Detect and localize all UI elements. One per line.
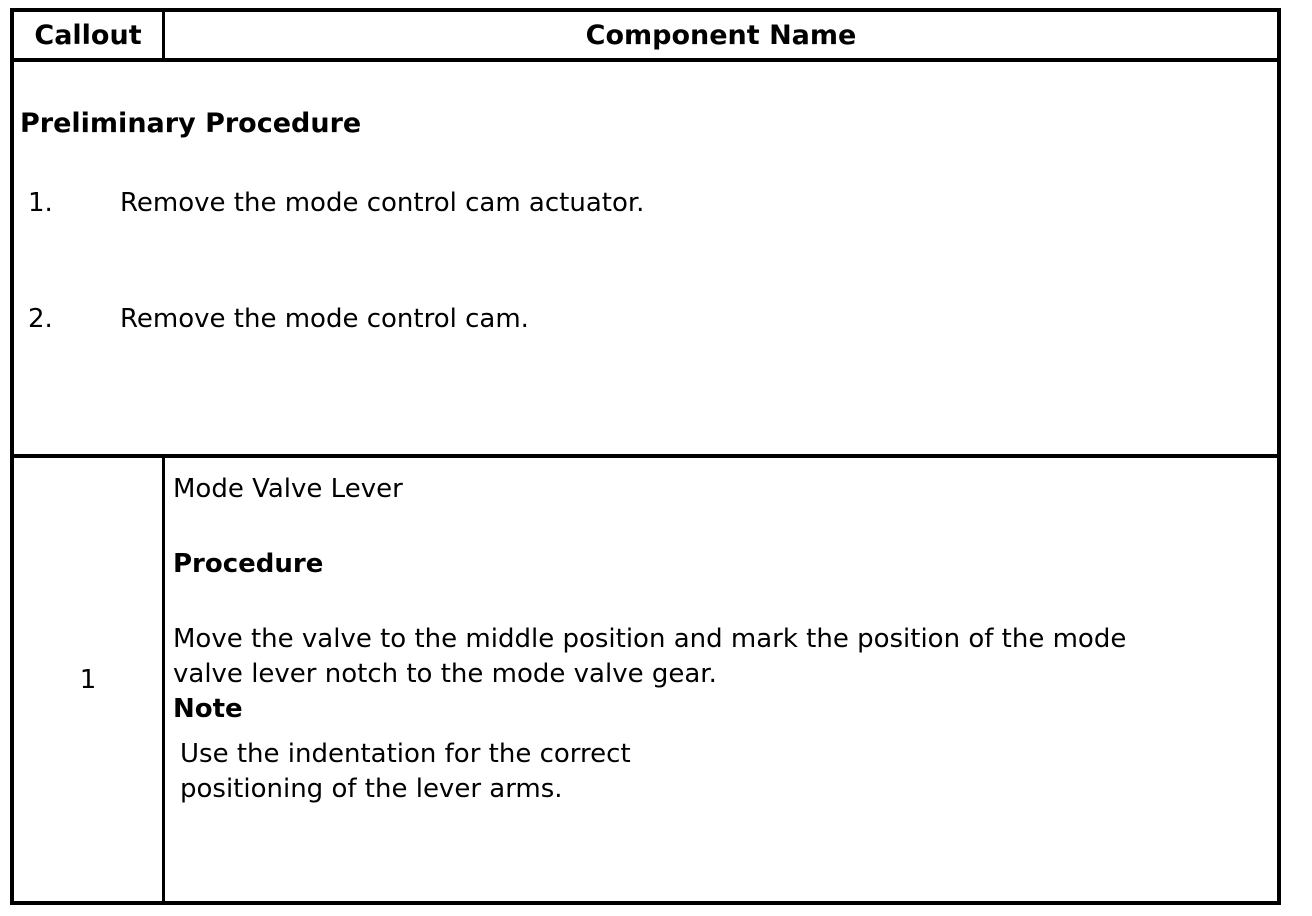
- callout-column-header: Callout: [14, 12, 165, 58]
- note-text: Use the indentation for the correct posi…: [180, 739, 631, 804]
- component-table: Callout Component Name Preliminary Proce…: [10, 8, 1281, 905]
- table-header-row: Callout Component Name: [14, 12, 1277, 62]
- step-1-text: Remove the mode control cam actuator.: [120, 188, 645, 218]
- step-1-number: 1.: [28, 188, 53, 218]
- component-name: Mode Valve Lever: [173, 474, 403, 504]
- preliminary-step-1: 1. Remove the mode control cam actuator.: [14, 186, 1277, 221]
- step-2-number: 2.: [28, 304, 53, 334]
- preliminary-procedure-title: Preliminary Procedure: [20, 108, 362, 139]
- procedure-text: Move the valve to the middle position an…: [173, 624, 1127, 689]
- note-heading: Note: [173, 694, 243, 724]
- step-2-text: Remove the mode control cam.: [120, 304, 529, 334]
- component-name-column-header: Component Name: [585, 19, 857, 51]
- component-row: 1 Mode Valve Lever Procedure Move the va…: [14, 458, 1277, 901]
- procedure-heading: Procedure: [173, 549, 324, 579]
- component-description-cell: Mode Valve Lever Procedure Move the valv…: [165, 458, 1277, 901]
- preliminary-step-2: 2. Remove the mode control cam.: [14, 302, 1277, 337]
- preliminary-procedure-section: Preliminary Procedure 1. Remove the mode…: [14, 62, 1277, 458]
- callout-value: 1: [14, 458, 165, 901]
